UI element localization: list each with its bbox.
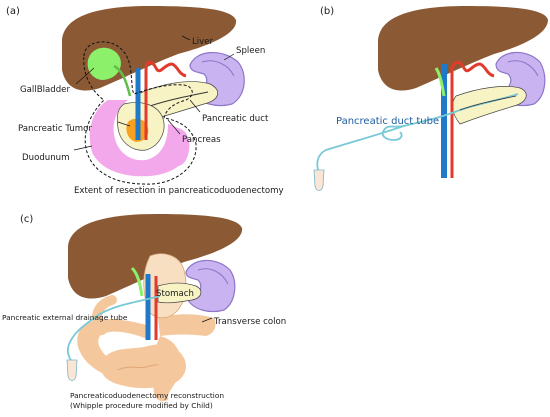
duodenum-a [89,100,188,177]
liver-b [378,6,548,91]
label-spleen: Spleen [236,46,265,56]
label-pancreatic-tumor: Pancreatic Tumor [18,124,92,134]
label-pancreas: Pancreas [182,135,221,145]
caption-c-line1: Pancreaticoduodenectomy reconstruction [70,391,224,400]
panel-b-label: (b) [320,6,334,17]
gallbladder-a [87,47,121,80]
label-duct-tube: Pancreatic duct tube [336,116,439,127]
collection-bag-b [313,169,325,191]
transverse-colon [77,319,150,375]
resection-outline [83,41,197,185]
spleen-c [185,259,236,313]
label-gallbladder: GallBladder [20,85,70,95]
collection-bag-c [66,359,78,381]
caption-c-line2: (Whipple procedure modified by Child) [70,401,213,410]
label-transverse-colon: Transverse colon [213,317,286,327]
panel-b: (b) Pancreatic duct tube [313,6,548,191]
drainage-tube-c [66,295,161,363]
label-duodenum: Duodunum [22,153,70,163]
panel-c: (c) Stomach Pancreatic external drainage… [2,214,286,410]
label-liver: Liver [192,37,214,47]
panel-c-label: (c) [20,214,33,225]
pancreas-c [157,282,202,304]
label-stomach: Stomach [156,289,194,299]
panel-a-label: (a) [6,6,20,17]
label-pancreatic-duct: Pancreatic duct [202,114,269,124]
panel-a: (a) Liver Spleen GallBladder Pancreatic … [6,6,284,196]
artery-a [144,60,187,140]
caption-a: Extent of resection in pancreaticoduoden… [74,186,284,196]
label-drainage-tube: Pancreatic external drainage tube [2,313,128,322]
pancreas-b [452,86,527,125]
